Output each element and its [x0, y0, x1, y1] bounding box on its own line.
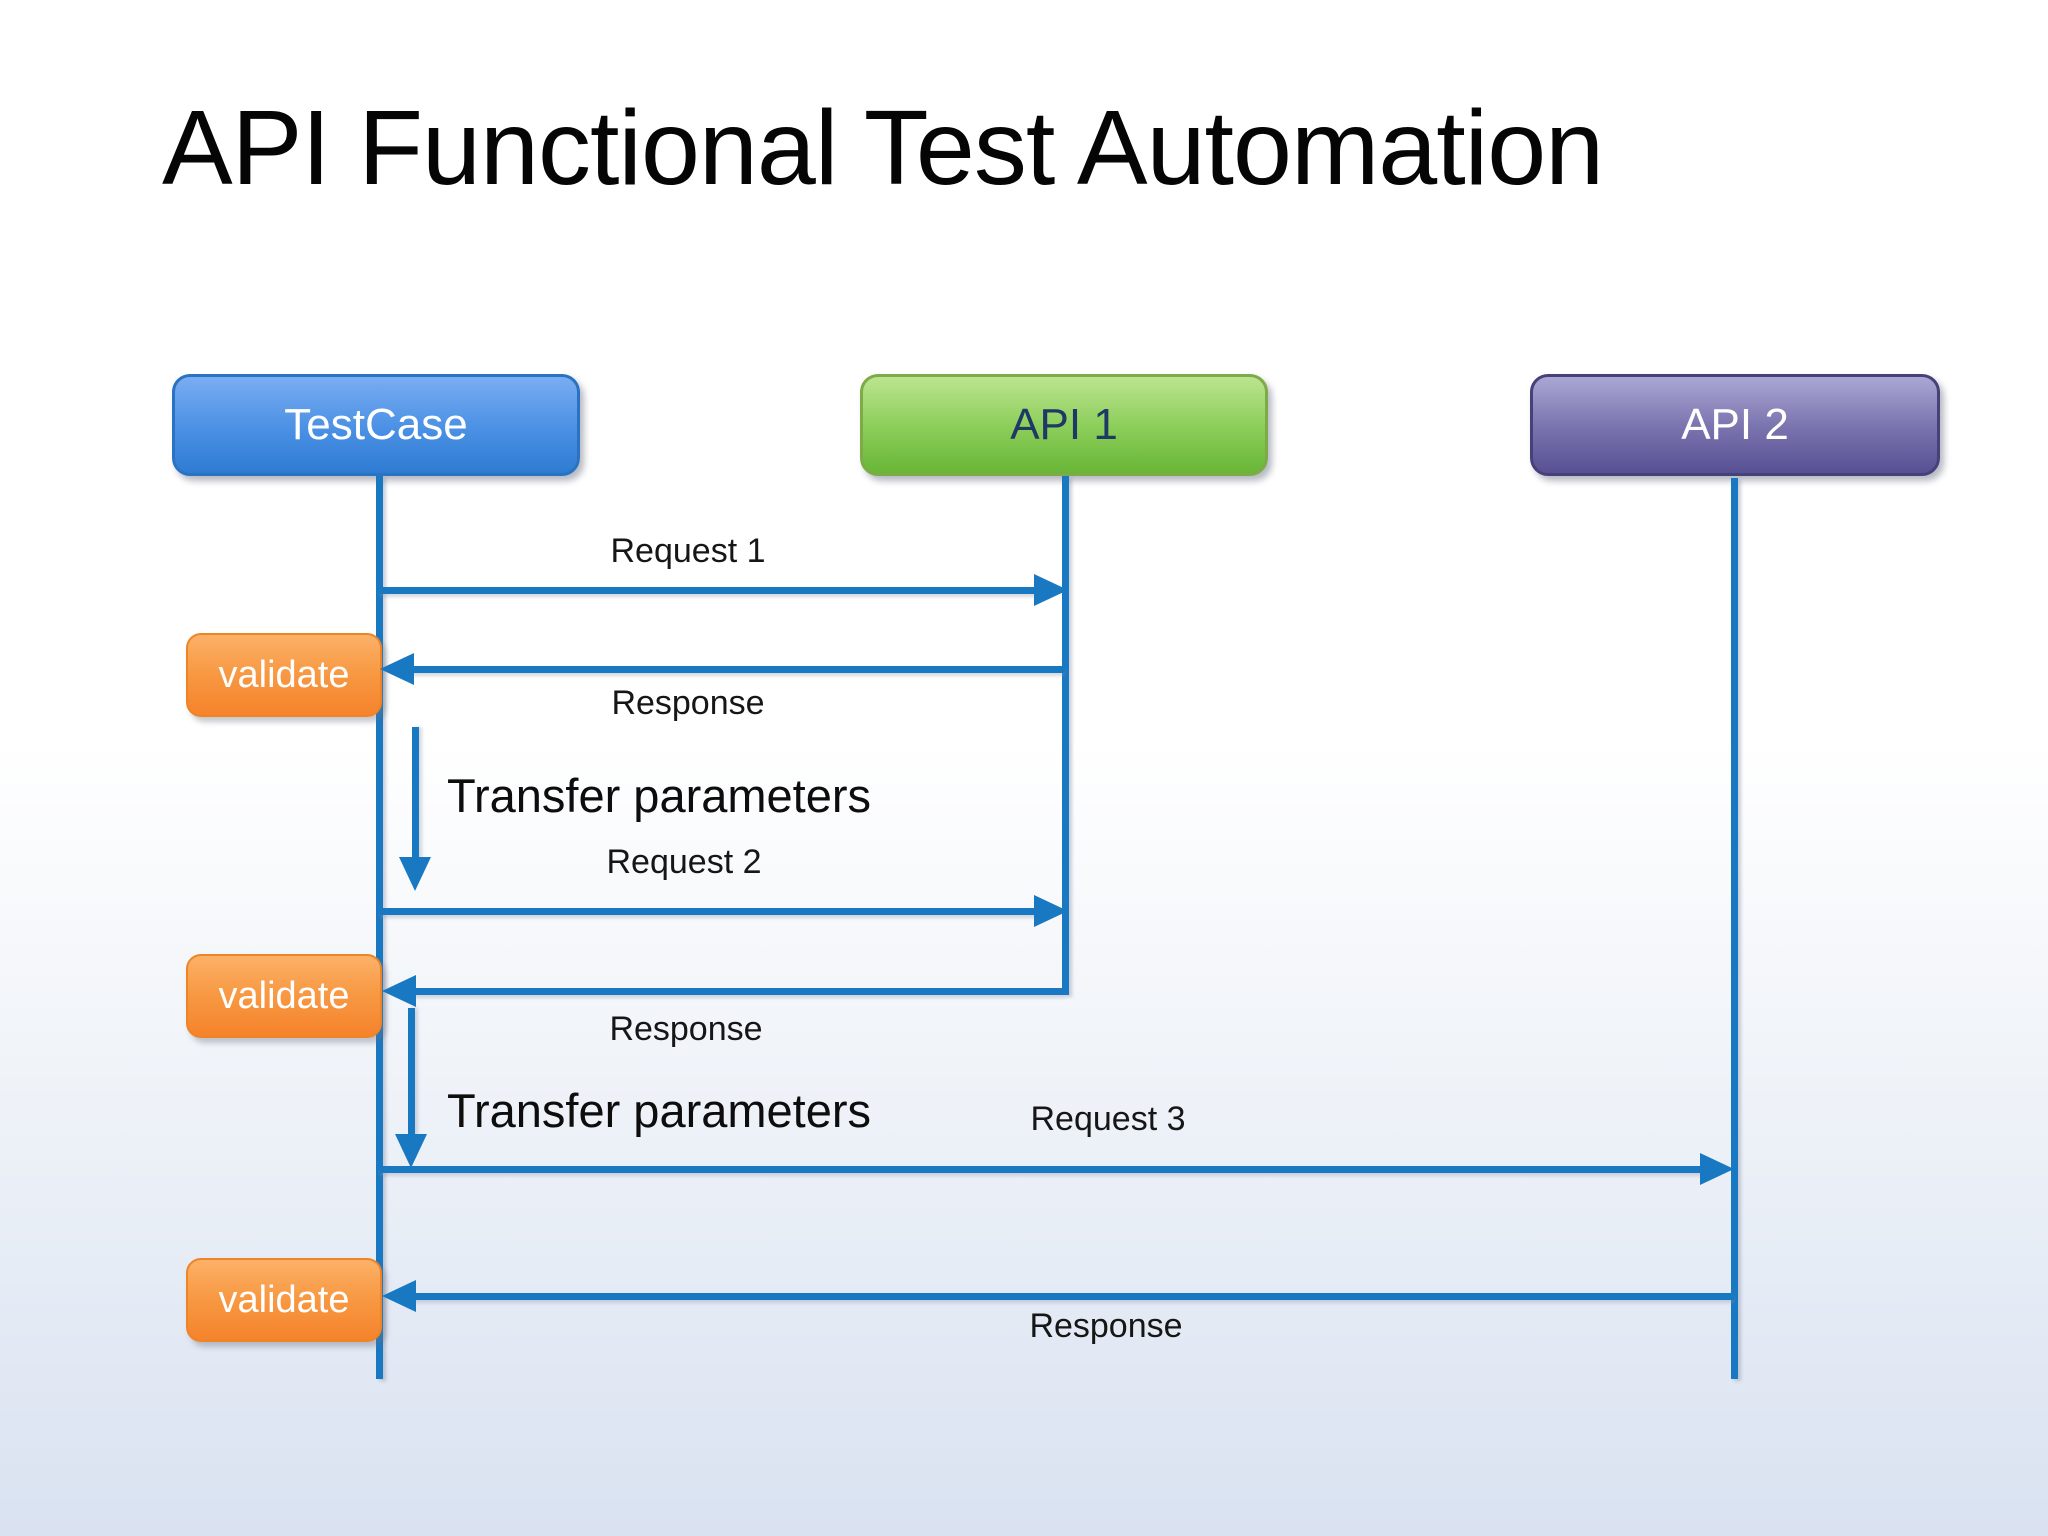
message-label-request-3: Request 3 — [1030, 1100, 1186, 1138]
actor-label-api1: API 1 — [1010, 400, 1118, 449]
validate-label-3: validate — [218, 1278, 350, 1321]
actor-box-testcase: TestCase — [172, 374, 580, 476]
validate-badge-1: validate — [186, 633, 382, 717]
actor-label-testcase: TestCase — [284, 400, 468, 449]
transfer-line-2 — [408, 1008, 415, 1136]
actor-box-api1: API 1 — [860, 374, 1268, 476]
message-line-response-2 — [412, 988, 1065, 995]
slide-title: API Functional Test Automation — [162, 89, 1604, 207]
message-label-response-2: Response — [609, 1010, 763, 1048]
message-label-transfer-2: Transfer parameters — [447, 1084, 872, 1137]
lifeline-api1 — [1062, 476, 1069, 995]
validate-badge-3: validate — [186, 1258, 382, 1342]
message-label-response-3: Response — [1029, 1307, 1183, 1345]
arrow-left-icon — [380, 653, 414, 685]
actor-label-api2: API 2 — [1681, 400, 1789, 449]
arrow-down-icon — [399, 857, 431, 891]
message-line-response-1 — [412, 666, 1065, 673]
transfer-line-1 — [412, 727, 419, 859]
arrow-left-icon — [382, 1280, 416, 1312]
arrow-left-icon — [382, 975, 416, 1007]
message-label-response-1: Response — [611, 684, 765, 722]
arrow-right-icon — [1034, 895, 1068, 927]
message-line-request-1 — [380, 587, 1040, 594]
validate-badge-2: validate — [186, 954, 382, 1038]
arrow-down-icon — [395, 1134, 427, 1168]
arrow-right-icon — [1034, 574, 1068, 606]
lifeline-api2 — [1731, 478, 1738, 1379]
message-label-transfer-1: Transfer parameters — [447, 769, 872, 822]
arrow-right-icon — [1700, 1153, 1734, 1185]
message-line-request-3 — [380, 1166, 1706, 1173]
message-label-request-1: Request 1 — [610, 532, 766, 570]
message-line-request-2 — [380, 908, 1040, 915]
message-label-request-2: Request 2 — [606, 843, 762, 881]
lifeline-testcase — [376, 476, 383, 1379]
actor-box-api2: API 2 — [1530, 374, 1940, 476]
validate-label-2: validate — [218, 974, 350, 1017]
validate-label-1: validate — [218, 653, 350, 696]
message-line-response-3 — [412, 1293, 1734, 1300]
